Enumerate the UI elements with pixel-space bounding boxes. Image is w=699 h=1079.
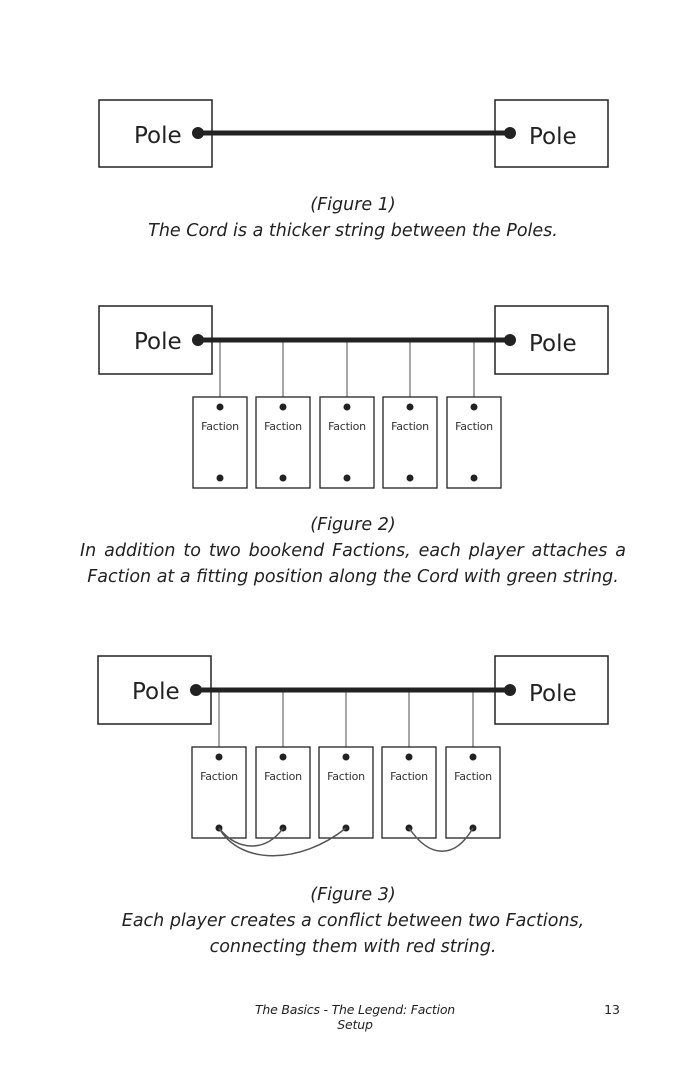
- figure-2-caption: (Figure 2) In addition to two bookend Fa…: [80, 512, 626, 590]
- faction-card: Faction: [192, 396, 248, 489]
- faction-card: Faction: [255, 396, 311, 489]
- cord-end-left: [192, 127, 204, 139]
- figure-3-caption: (Figure 3) Each player creates a conflic…: [80, 882, 626, 960]
- cord-end-left: [190, 684, 202, 696]
- svg-text:Faction: Faction: [455, 420, 493, 433]
- faction-card: Faction: [446, 396, 502, 489]
- pole-left-label: Pole: [132, 679, 180, 705]
- svg-text:Faction: Faction: [200, 770, 238, 783]
- pole-right-label: Pole: [529, 331, 577, 357]
- svg-text:Faction: Faction: [327, 770, 365, 783]
- cord-end-right: [504, 684, 516, 696]
- figure-1-number: (Figure 1): [310, 195, 396, 215]
- svg-text:Faction: Faction: [454, 770, 492, 783]
- figure-3-text: Each player creates a conflict between t…: [121, 911, 585, 957]
- red-strings: [218, 827, 474, 857]
- svg-text:Faction: Faction: [264, 420, 302, 433]
- page-number: 13: [604, 1002, 620, 1017]
- svg-text:Faction: Faction: [264, 770, 302, 783]
- faction-card: Faction: [382, 396, 438, 489]
- cord-end-right: [504, 334, 516, 346]
- pole-right-label: Pole: [529, 124, 577, 150]
- pole-left-label: Pole: [134, 123, 182, 149]
- svg-text:Faction: Faction: [201, 420, 239, 433]
- figure-1-diagram: Pole Pole: [98, 99, 609, 168]
- figure-1-text: The Cord is a thicker string between the…: [148, 221, 558, 241]
- faction-card: Faction: [445, 746, 501, 839]
- faction-card: Faction: [319, 396, 375, 489]
- footer-title: The Basics - The Legend: Faction Setup: [254, 1002, 456, 1032]
- svg-text:Faction: Faction: [328, 420, 366, 433]
- figure-3-number: (Figure 3): [310, 885, 396, 905]
- pole-left-label: Pole: [134, 329, 182, 355]
- faction-card: Faction: [381, 746, 437, 839]
- cord-end-right: [504, 127, 516, 139]
- green-strings: [219, 340, 475, 407]
- faction-card: Faction: [191, 746, 247, 839]
- figure-3-diagram: Pole Pole Faction Faction Faction Factio…: [97, 655, 609, 857]
- svg-text:Faction: Faction: [390, 770, 428, 783]
- cord-end-left: [192, 334, 204, 346]
- figure-2-diagram: Pole Pole Faction Faction Faction Factio…: [98, 305, 609, 489]
- figure-1-caption: (Figure 1) The Cord is a thicker string …: [80, 192, 626, 244]
- figure-2-number: (Figure 2): [310, 515, 396, 535]
- faction-card: Faction: [255, 746, 311, 839]
- figure-2-text: In addition to two bookend Factions, eac…: [80, 541, 626, 587]
- svg-text:Faction: Faction: [391, 420, 429, 433]
- green-strings: [218, 690, 474, 757]
- pole-right-label: Pole: [529, 681, 577, 707]
- faction-card: Faction: [318, 746, 374, 839]
